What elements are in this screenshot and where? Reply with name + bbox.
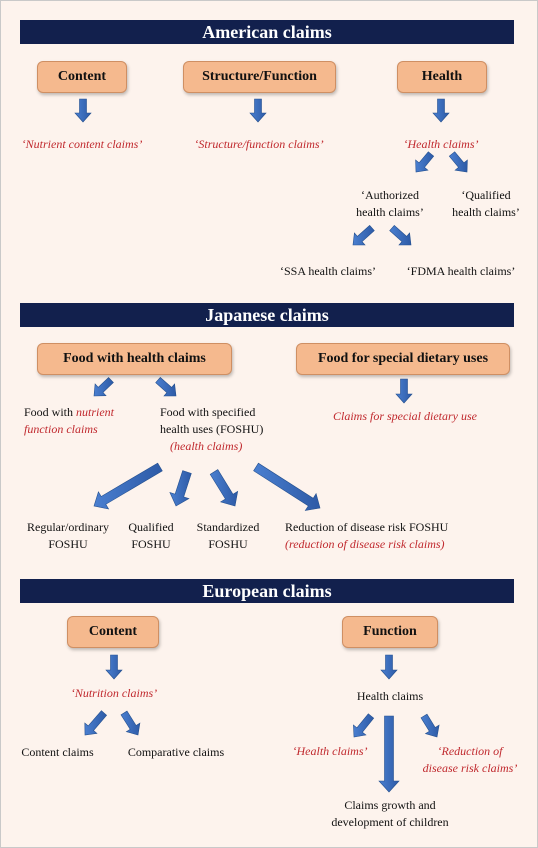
qualified-line1: ‘Qualified (461, 188, 511, 202)
arrow-to-growth (378, 715, 400, 793)
eu-health-claims: ‘Health claims’ (292, 744, 368, 758)
jp-qualified-line1: Qualified (128, 520, 174, 534)
european-claims-banner: European claims (20, 579, 514, 603)
eu-reduction-line1: ‘Reduction of (437, 744, 503, 758)
european-health-claims: Health claims (356, 689, 424, 703)
american-claims-banner: American claims (20, 20, 514, 44)
foshu-line3: (health claims) (170, 439, 243, 453)
arrow-to-authorized (415, 151, 435, 173)
standardized-line2: FOSHU (208, 537, 248, 551)
arrow-to-standardized (209, 469, 239, 507)
foshu-line1: Food with specified (160, 405, 256, 419)
arrow-health-down (432, 98, 450, 123)
nutrition-claims: ‘Nutrition claims’ (70, 686, 158, 700)
qualified-foshu: Qualified FOSHU (113, 519, 189, 553)
arrow-to-ssa (352, 224, 375, 246)
american-health-box: Health (397, 61, 487, 93)
fwn-red2: function claims (24, 422, 98, 436)
arrow-to-qualified (448, 151, 468, 173)
fwn-red1: nutrient (76, 405, 115, 419)
arrow-to-content-claims (84, 710, 108, 736)
jp-reduction-line2: (reduction of disease risk claims) (285, 537, 445, 551)
fwn-prefix: Food with (24, 405, 77, 419)
ssa-health-claims: ‘SSA health claims’ (280, 264, 376, 278)
american-health-claims: ‘Health claims’ (403, 137, 479, 151)
american-content-box: Content (37, 61, 127, 93)
arrow-to-nutrient-function (93, 377, 114, 397)
arrow-to-fdma (389, 224, 412, 246)
authorized-line1: ‘Authorized (361, 188, 419, 202)
food-special-dietary-uses-box: Food for special dietary uses (296, 343, 510, 375)
food-with-nutrient-function-claims: Food with nutrient function claims (24, 404, 114, 438)
japanese-claims-banner: Japanese claims (20, 303, 514, 327)
foshu-node: Food with specified health uses (FOSHU) … (160, 404, 263, 455)
comparative-claims: Comparative claims (127, 745, 225, 759)
fdma-health-claims: ‘FDMA health claims’ (406, 264, 516, 278)
reduction-disease-risk-foshu: Reduction of disease risk FOSHU (reducti… (285, 519, 448, 553)
american-structure-box: Structure/Function (183, 61, 336, 93)
arrow-eu-function-down (380, 654, 398, 680)
standardized-line1: Standardized (196, 520, 260, 534)
arrow-to-foshu (155, 376, 177, 397)
regular-ordinary-foshu: Regular/ordinary FOSHU (18, 519, 118, 553)
claims-special-dietary-use: Claims for special dietary use (333, 409, 477, 423)
jp-qualified-line2: FOSHU (131, 537, 171, 551)
arrow-to-qualified-foshu (169, 470, 192, 507)
jp-reduction-line1: Reduction of disease risk FOSHU (285, 520, 449, 534)
arrow-to-eu-health (353, 713, 375, 738)
eu-reduction-line2: disease risk claims’ (422, 761, 518, 775)
european-content-box: Content (67, 616, 159, 648)
arrow-to-comparative (120, 710, 141, 736)
growth-line2: development of children (331, 815, 449, 829)
arrow-to-regular (93, 462, 163, 510)
arrow-content-down (74, 98, 92, 123)
arrow-to-eu-reduction (420, 713, 440, 738)
european-function-box: Function (342, 616, 438, 648)
arrow-fsdu-down (395, 378, 413, 404)
claims-growth-development: Claims growth and development of childre… (320, 797, 460, 831)
regular-line2: FOSHU (48, 537, 88, 551)
standardized-foshu: Standardized FOSHU (186, 519, 270, 553)
structure-function-claims: ‘Structure/function claims’ (194, 137, 324, 151)
arrow-structure-down (249, 98, 267, 123)
food-with-health-claims-box: Food with health claims (37, 343, 232, 375)
authorized-health-claims: ‘Authorized health claims’ (340, 187, 440, 221)
foshu-line2: health uses (FOSHU) (160, 422, 264, 436)
arrow-eu-content-down (105, 654, 123, 680)
authorized-line2: health claims’ (356, 205, 424, 219)
regular-line1: Regular/ordinary (27, 520, 109, 534)
growth-line1: Claims growth and (344, 798, 436, 812)
qualified-health-claims: ‘Qualified health claims’ (436, 187, 536, 221)
nutrient-content-claims: ‘Nutrient content claims’ (21, 137, 143, 151)
arrow-to-reduction (253, 462, 321, 511)
content-claims: Content claims (21, 745, 94, 759)
eu-reduction-disease-risk: ‘Reduction of disease risk claims’ (410, 743, 530, 777)
qualified-line2: health claims’ (452, 205, 520, 219)
